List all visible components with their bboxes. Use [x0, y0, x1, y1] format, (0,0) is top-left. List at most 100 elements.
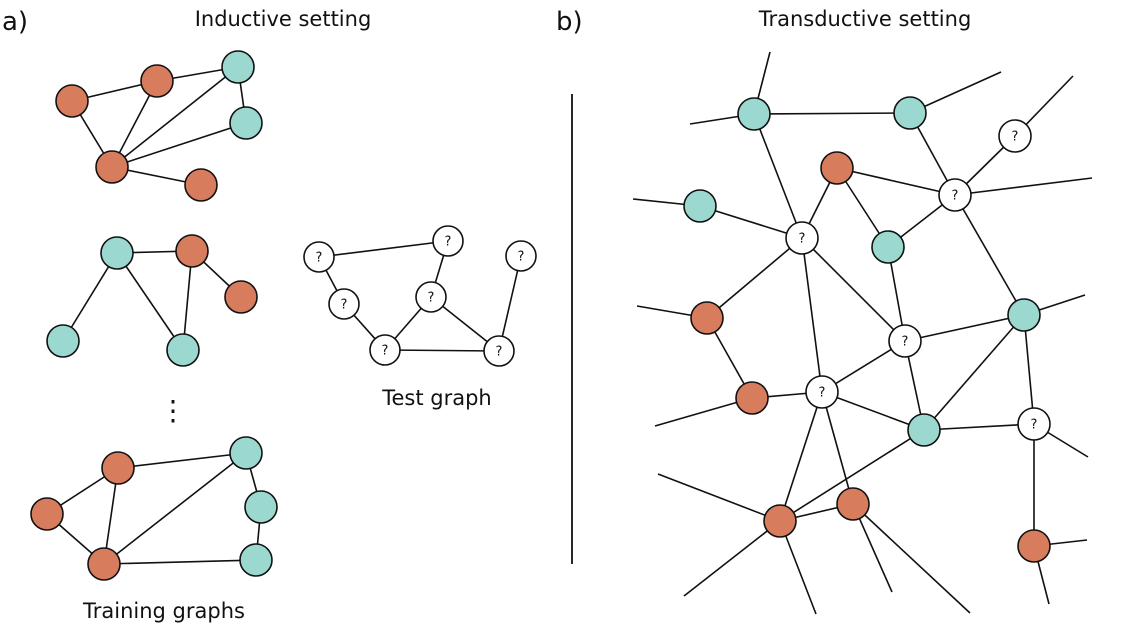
train1-node-circle [184, 168, 218, 202]
train3-node-orange [101, 451, 135, 485]
transductive-edge [706, 237, 803, 319]
test-node-unknown: ? [415, 281, 447, 313]
train2-node-circle [166, 333, 200, 367]
train1-node-teal [221, 50, 255, 84]
transductive-edge [779, 429, 925, 522]
test-node-circle [415, 281, 447, 313]
train2-node-orange [175, 234, 209, 268]
test-node-circle [432, 225, 464, 257]
transductive-node-unknown-label: ? [1031, 418, 1038, 433]
train3-node-circle [87, 547, 121, 581]
test-node-circle [483, 335, 515, 367]
test-graph-caption: Test graph [381, 386, 492, 410]
more-graphs-ellipsis: ⋮ [159, 394, 187, 427]
train2-node-circle [175, 234, 209, 268]
transductive-node-teal [683, 189, 717, 223]
node-layer: ????????????? [30, 50, 1051, 581]
panel-b-title: Transductive setting [758, 7, 972, 31]
train2-node-teal [166, 333, 200, 367]
transductive-node-orange [735, 381, 769, 415]
transductive-node-circle [888, 324, 922, 358]
transductive-node-orange [836, 487, 870, 521]
train3-node-circle [239, 543, 273, 577]
train1-node-circle [221, 50, 255, 84]
test-node-unknown-label: ? [428, 291, 435, 306]
train2-node-orange [224, 280, 258, 314]
training-graphs-caption: Training graphs [82, 599, 245, 623]
transductive-node-circle [805, 375, 839, 409]
edge-layer [46, 51, 1093, 615]
transductive-dangling-edge [683, 520, 781, 597]
train3-node-teal [229, 436, 263, 470]
transductive-edge [836, 167, 956, 196]
transductive-node-circle [1007, 298, 1041, 332]
test-node-unknown-label: ? [382, 344, 389, 359]
transductive-node-circle [907, 413, 941, 447]
test-node-unknown: ? [432, 225, 464, 257]
transductive-node-teal [871, 230, 905, 264]
transductive-edge [699, 205, 803, 239]
train2-node-teal [100, 236, 134, 270]
transductive-edge [753, 112, 911, 115]
transductive-edge [779, 391, 823, 522]
transductive-node-unknown-label: ? [1012, 130, 1019, 145]
test-node-unknown-label: ? [316, 251, 323, 266]
transductive-dangling-edge [954, 177, 1093, 196]
transductive-node-circle [785, 221, 819, 255]
train1-node-orange [95, 150, 129, 184]
transductive-node-teal [737, 97, 771, 131]
test-node-unknown-label: ? [518, 250, 525, 265]
transductive-edge [1023, 314, 1035, 425]
train1-edge [111, 66, 239, 168]
train3-node-circle [101, 451, 135, 485]
transductive-edge [923, 423, 1035, 431]
train2-node-teal [46, 324, 80, 358]
transductive-node-unknown-label: ? [952, 189, 959, 204]
transductive-edge [801, 237, 906, 342]
transductive-node-unknown-label: ? [902, 335, 909, 350]
transductive-node-teal [1007, 298, 1041, 332]
test-edge [384, 349, 500, 352]
transductive-edge [801, 237, 823, 393]
transductive-node-circle [938, 178, 972, 212]
train1-edge [111, 122, 247, 168]
train1-node-orange [55, 84, 89, 118]
transductive-dangling-edge [657, 473, 781, 522]
panel-a-title: Inductive setting [195, 7, 372, 31]
train3-node-orange [87, 547, 121, 581]
transductive-node-circle [690, 301, 724, 335]
transductive-node-orange [763, 504, 797, 538]
transductive-node-circle [1017, 407, 1051, 441]
transductive-node-circle [763, 504, 797, 538]
test-node-unknown-label: ? [496, 345, 503, 360]
transductive-node-teal [907, 413, 941, 447]
transductive-edge [954, 194, 1025, 316]
transductive-node-unknown-label: ? [799, 232, 806, 247]
transductive-node-unknown: ? [805, 375, 839, 409]
transductive-edge [821, 391, 854, 505]
train3-node-teal [239, 543, 273, 577]
transductive-node-orange [690, 301, 724, 335]
test-edge [498, 255, 522, 352]
test-edge [318, 240, 449, 258]
transductive-node-unknown: ? [888, 324, 922, 358]
panel-b-letter: b) [556, 7, 583, 37]
transductive-dangling-edge [654, 397, 753, 427]
train1-node-orange [140, 64, 174, 98]
transductive-node-unknown: ? [1017, 407, 1051, 441]
transductive-node-unknown: ? [785, 221, 819, 255]
train2-node-circle [100, 236, 134, 270]
transductive-node-orange [820, 151, 854, 185]
transductive-node-unknown-label: ? [819, 386, 826, 401]
train2-node-circle [224, 280, 258, 314]
train2-node-circle [46, 324, 80, 358]
test-node-unknown-label: ? [341, 298, 348, 313]
train1-node-circle [140, 64, 174, 98]
transductive-node-unknown: ? [938, 178, 972, 212]
transductive-node-circle [998, 119, 1032, 153]
train3-node-circle [244, 490, 278, 524]
transductive-node-orange [1017, 529, 1051, 563]
train1-node-circle [95, 150, 129, 184]
transductive-dangling-edge [852, 503, 971, 614]
